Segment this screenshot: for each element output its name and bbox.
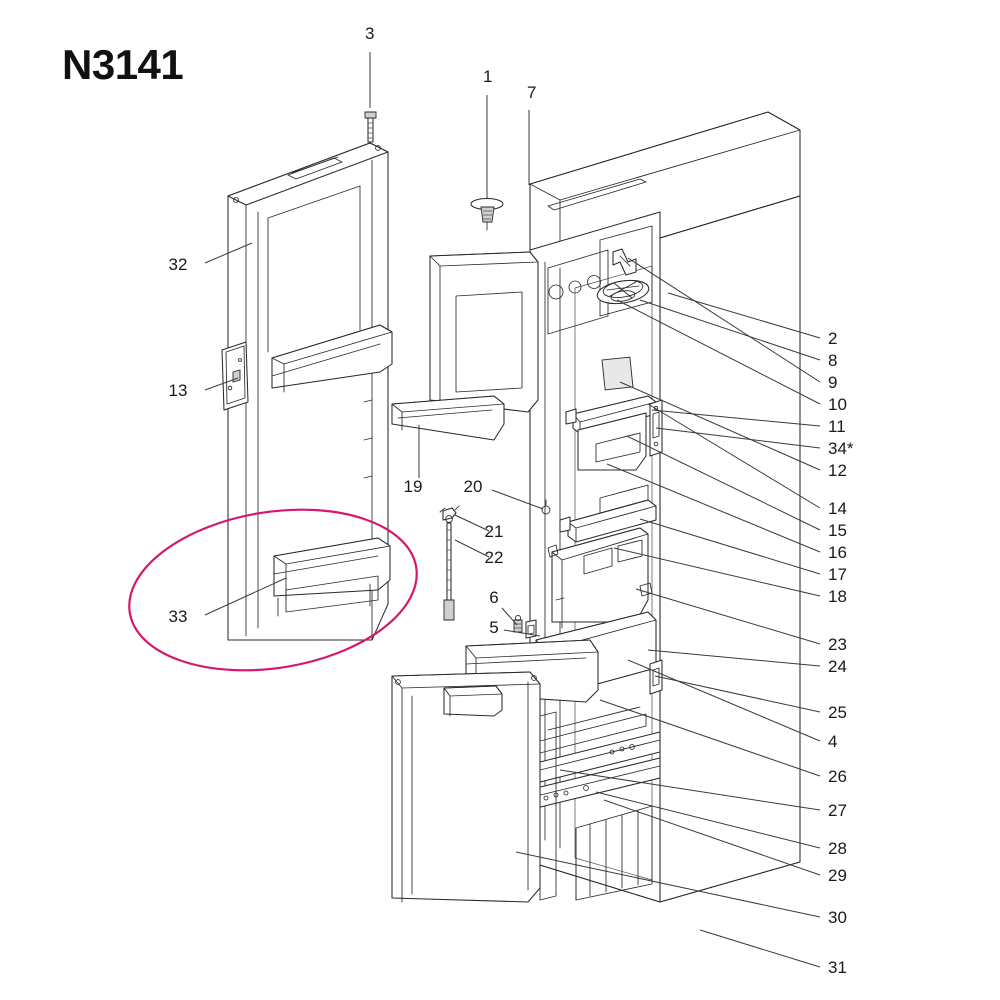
leader-line-23 — [635, 588, 821, 645]
leader-line-11 — [651, 409, 821, 427]
callout-label-28: 28 — [828, 839, 847, 858]
callout-label-17: 17 — [828, 565, 847, 584]
callout-label-24: 24 — [828, 657, 847, 676]
leader-line-13 — [204, 377, 239, 391]
leader-line-17 — [639, 518, 821, 575]
crisper-bin-large — [547, 527, 653, 629]
page-title: N3141 — [62, 41, 184, 88]
callout-label-22: 22 — [485, 548, 504, 567]
leader-line-20 — [491, 489, 544, 510]
wire-shelf-middle — [559, 484, 657, 543]
leader-line-33 — [204, 577, 287, 616]
leader-line-21 — [454, 514, 490, 532]
door-bin-upper — [271, 324, 393, 393]
callout-label-8: 8 — [828, 351, 837, 370]
leader-line-25 — [654, 675, 821, 713]
callout-label-25: 25 — [828, 703, 847, 722]
callout-label-5: 5 — [489, 618, 498, 637]
callout-label-16: 16 — [828, 543, 847, 562]
leader-line-29 — [603, 799, 821, 876]
callout-label-31: 31 — [828, 958, 847, 977]
sensor-probe-part-21-22 — [439, 505, 460, 621]
callout-label-9: 9 — [828, 373, 837, 392]
shelf-tray-part-19 — [391, 395, 505, 441]
callout-label-29: 29 — [828, 866, 847, 885]
leader-line-9 — [627, 257, 821, 383]
callout-label-4: 4 — [828, 732, 837, 751]
cabinet-assembly — [465, 111, 801, 903]
leader-line-34* — [655, 427, 821, 449]
freezer-door-panel — [391, 671, 557, 903]
callout-label-19: 19 — [404, 477, 423, 496]
crisper-upper — [577, 412, 647, 471]
leader-line-31 — [699, 929, 821, 968]
leader-line-15 — [626, 435, 821, 531]
callout-label-14: 14 — [828, 499, 847, 518]
door-hinge-part-13 — [221, 341, 249, 411]
callout-label-6: 6 — [489, 588, 498, 607]
leader-line-32 — [204, 242, 253, 264]
leader-line-8 — [639, 299, 821, 361]
callout-leader-lines — [204, 52, 821, 968]
callout-label-26: 26 — [828, 767, 847, 786]
plug-part-1 — [470, 197, 504, 231]
glass-cover-panel — [429, 251, 539, 413]
leader-line-5 — [503, 629, 541, 637]
callout-label-7: 7 — [527, 83, 536, 102]
callout-label-32: 32 — [169, 255, 188, 274]
callout-label-1: 1 — [483, 67, 492, 86]
callout-label-2: 2 — [828, 329, 837, 348]
leader-line-10 — [616, 299, 821, 405]
callout-label-20: 20 — [464, 477, 483, 496]
callout-label-23: 23 — [828, 635, 847, 654]
callout-label-27: 27 — [828, 801, 847, 820]
leader-line-14 — [647, 403, 821, 509]
door-assembly — [221, 142, 393, 641]
leader-line-27 — [559, 769, 821, 811]
hardware-part-6 — [513, 614, 523, 633]
callout-label-3: 3 — [365, 24, 374, 43]
hardware-part-5 — [525, 619, 537, 639]
leader-line-16 — [606, 463, 821, 553]
leader-line-22 — [454, 539, 490, 558]
callout-label-34*: 34* — [828, 439, 854, 458]
leader-line-12 — [619, 381, 821, 471]
highlight-ellipse-part-33 — [128, 508, 418, 672]
callout-label-33: 33 — [169, 607, 188, 626]
callout-label-21: 21 — [485, 522, 504, 541]
leader-line-4 — [627, 659, 821, 742]
callout-label-15: 15 — [828, 521, 847, 540]
leader-line-6 — [501, 607, 518, 626]
callout-label-18: 18 — [828, 587, 847, 606]
callout-label-10: 10 — [828, 395, 847, 414]
callout-label-30: 30 — [828, 908, 847, 927]
leader-line-24 — [647, 649, 821, 667]
screw-part-3 — [364, 111, 377, 143]
leader-line-26 — [599, 699, 821, 777]
leader-line-18 — [613, 547, 821, 597]
leader-line-28 — [595, 791, 821, 849]
leader-line-30 — [515, 851, 821, 918]
callout-label-12: 12 — [828, 461, 847, 480]
bracket-part-20 — [541, 499, 551, 515]
door-bin-lower-part-33 — [273, 537, 391, 617]
callout-label-11: 11 — [828, 417, 846, 436]
callout-label-13: 13 — [169, 381, 188, 400]
fan-assembly — [596, 248, 650, 305]
shelf-bracket-right — [649, 659, 663, 695]
